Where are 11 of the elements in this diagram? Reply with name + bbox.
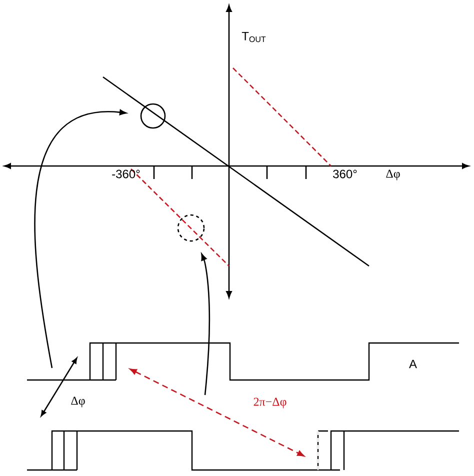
tick-label: -360° bbox=[112, 170, 140, 178]
axis-label: T$_{OUT}$ bbox=[242, 32, 266, 42]
dimension-label: Δφ bbox=[71, 396, 85, 408]
tick-label: 360° bbox=[333, 170, 357, 178]
marker-circle bbox=[177, 214, 205, 242]
dimension-label: 2π−Δφ bbox=[254, 398, 286, 408]
curved-arrow bbox=[201, 254, 210, 396]
axis-label: Δφ bbox=[386, 170, 400, 180]
marker-circle bbox=[140, 103, 166, 129]
waveform-label: A bbox=[409, 360, 417, 368]
curved-arrow bbox=[34, 109, 126, 368]
